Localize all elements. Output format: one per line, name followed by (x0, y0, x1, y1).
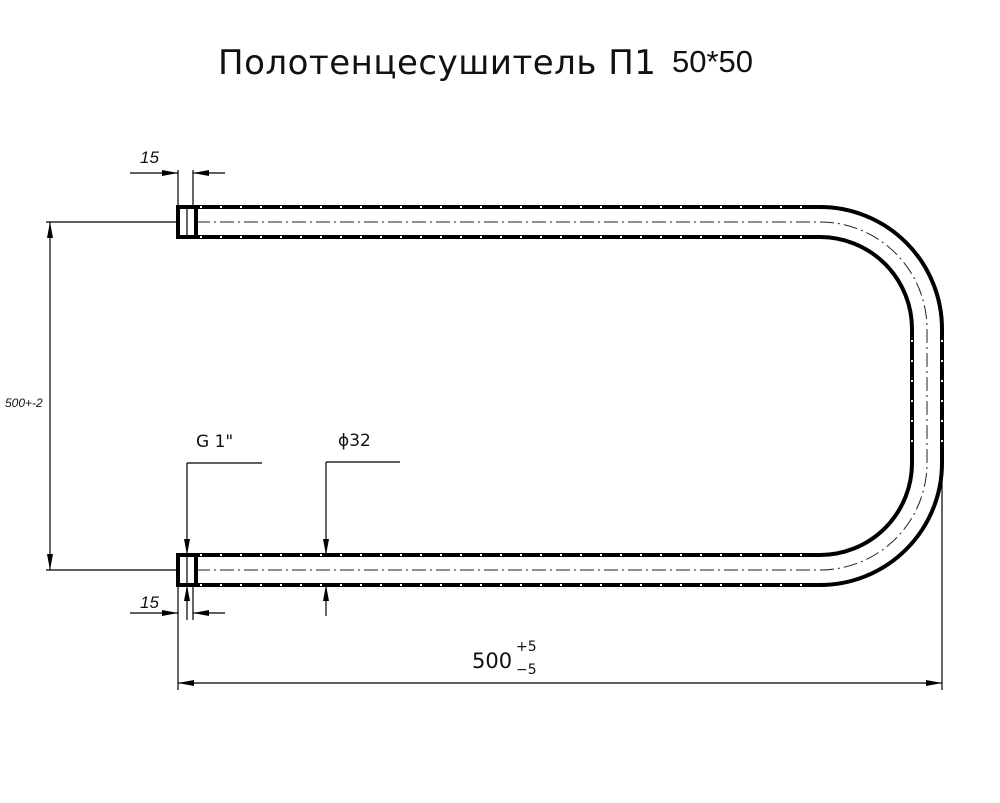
width-dimension: 500 +5 −5 (178, 463, 943, 690)
thread-callout-label: G 1" (196, 432, 233, 452)
bottom-end-dimension-value: 15 (140, 593, 159, 612)
width-tolerance-upper: +5 (516, 639, 537, 655)
pipe-inner-contour (196, 235, 914, 557)
height-dimension: 500+-2 (5, 221, 178, 571)
diameter-callout-label: ϕ32 (338, 431, 371, 451)
title-main: Полотенцесушитель П1 (218, 43, 656, 83)
drawing-title: Полотенцесушитель П1 50*50 (218, 43, 753, 83)
title-size: 50*50 (672, 44, 753, 79)
bottom-end-dimension: 15 (130, 585, 225, 690)
top-end-dimension: 15 (130, 148, 225, 207)
width-tolerance-lower: −5 (516, 662, 537, 678)
height-dimension-value: 500+-2 (5, 396, 43, 410)
pipe-outer-contour (196, 205, 944, 587)
top-end-dimension-value: 15 (140, 148, 159, 167)
thread-callout: G 1" (184, 432, 262, 555)
pipe-center-line (196, 221, 928, 571)
diameter-callout: ϕ32 (323, 431, 400, 616)
width-dimension-value: 500 (472, 649, 512, 673)
towel-rail-pipe (176, 205, 944, 587)
